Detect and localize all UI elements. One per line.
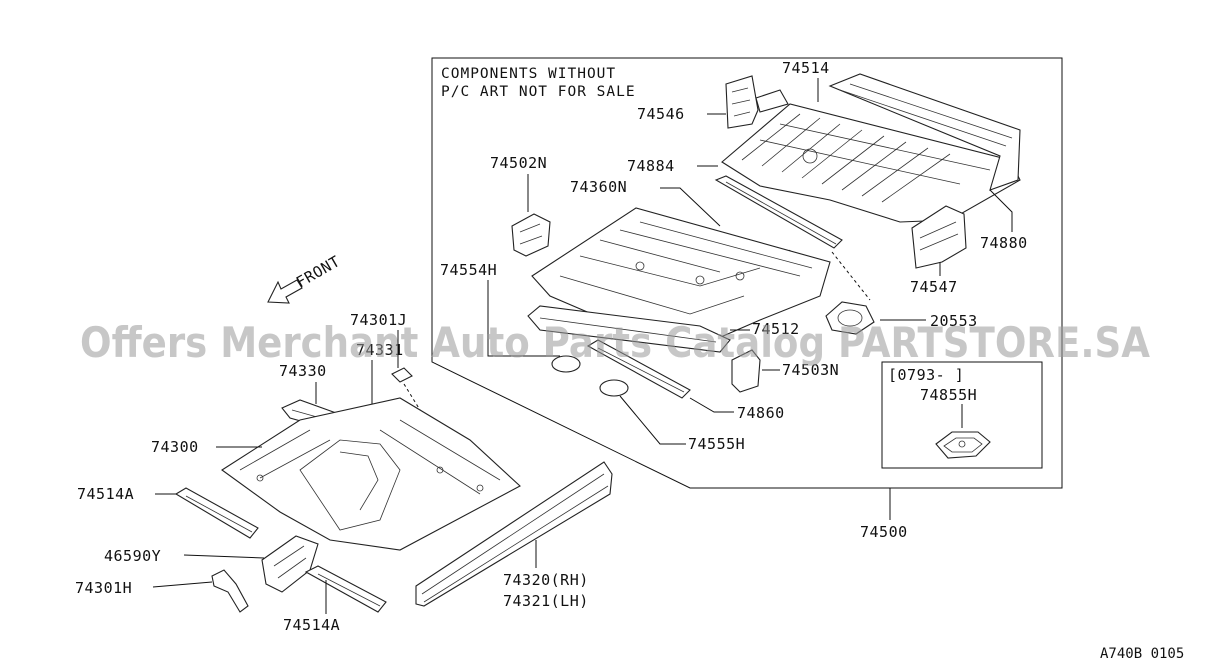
label-74360N: 74360N bbox=[570, 178, 627, 196]
label-74301H: 74301H bbox=[75, 579, 132, 597]
part-74301J bbox=[391, 367, 413, 383]
watermark: Offers Merchant Auto Parts Catalog PARTS… bbox=[80, 318, 1150, 367]
components-frame bbox=[431, 57, 1063, 489]
note-line-2: P/C ART NOT FOR SALE bbox=[441, 84, 636, 100]
label-46590Y: 46590Y bbox=[104, 547, 161, 565]
label-74884: 74884 bbox=[627, 157, 675, 175]
part-74547 bbox=[911, 205, 967, 269]
label-74547: 74547 bbox=[910, 278, 958, 296]
label-74300: 74300 bbox=[151, 438, 199, 456]
part-74301H bbox=[211, 569, 249, 613]
part-74514 bbox=[721, 73, 1021, 223]
label-74546: 74546 bbox=[637, 105, 685, 123]
part-74300 bbox=[221, 397, 521, 551]
label-74331: 74331 bbox=[356, 341, 404, 359]
part-74514A-top bbox=[174, 487, 259, 539]
label-74301J: 74301J bbox=[350, 311, 407, 329]
label-74555H: 74555H bbox=[688, 435, 745, 453]
inset-box bbox=[881, 361, 1043, 469]
label-74855H: 74855H bbox=[920, 386, 977, 404]
part-74546 bbox=[725, 75, 789, 129]
front-label: FRONT bbox=[293, 252, 343, 291]
part-20553 bbox=[825, 301, 875, 335]
label-74503N: 74503N bbox=[782, 361, 839, 379]
part-46590Y bbox=[261, 535, 319, 593]
reference-code: A740B 0105 bbox=[1100, 646, 1184, 662]
label-74330: 74330 bbox=[279, 362, 327, 380]
label-74880: 74880 bbox=[980, 234, 1028, 252]
front-arrow-icon bbox=[267, 279, 303, 304]
label-74554H: 74554H bbox=[440, 261, 497, 279]
label-74514: 74514 bbox=[782, 59, 830, 77]
part-74320-74321 bbox=[415, 461, 613, 607]
note-line-1: COMPONENTS WITHOUT bbox=[441, 66, 616, 82]
part-74514A-bottom bbox=[304, 565, 387, 613]
inset-range: [0793- ] bbox=[888, 366, 964, 384]
label-74514A-top: 74514A bbox=[77, 485, 134, 503]
part-74512 bbox=[527, 305, 731, 353]
part-74502N bbox=[511, 213, 551, 257]
part-74555H bbox=[551, 355, 629, 397]
label-20553: 20553 bbox=[930, 312, 978, 330]
label-74512: 74512 bbox=[752, 320, 800, 338]
part-74860 bbox=[586, 339, 691, 399]
part-74503N bbox=[731, 349, 761, 393]
label-74321: 74321(LH) bbox=[503, 592, 589, 610]
label-74500: 74500 bbox=[860, 523, 908, 541]
part-74855H bbox=[935, 431, 991, 459]
part-74884 bbox=[714, 175, 843, 249]
label-74502N: 74502N bbox=[490, 154, 547, 172]
label-74860: 74860 bbox=[737, 404, 785, 422]
label-74320: 74320(RH) bbox=[503, 571, 589, 589]
label-74514A-bottom: 74514A bbox=[283, 616, 340, 634]
part-74360N bbox=[531, 207, 831, 347]
